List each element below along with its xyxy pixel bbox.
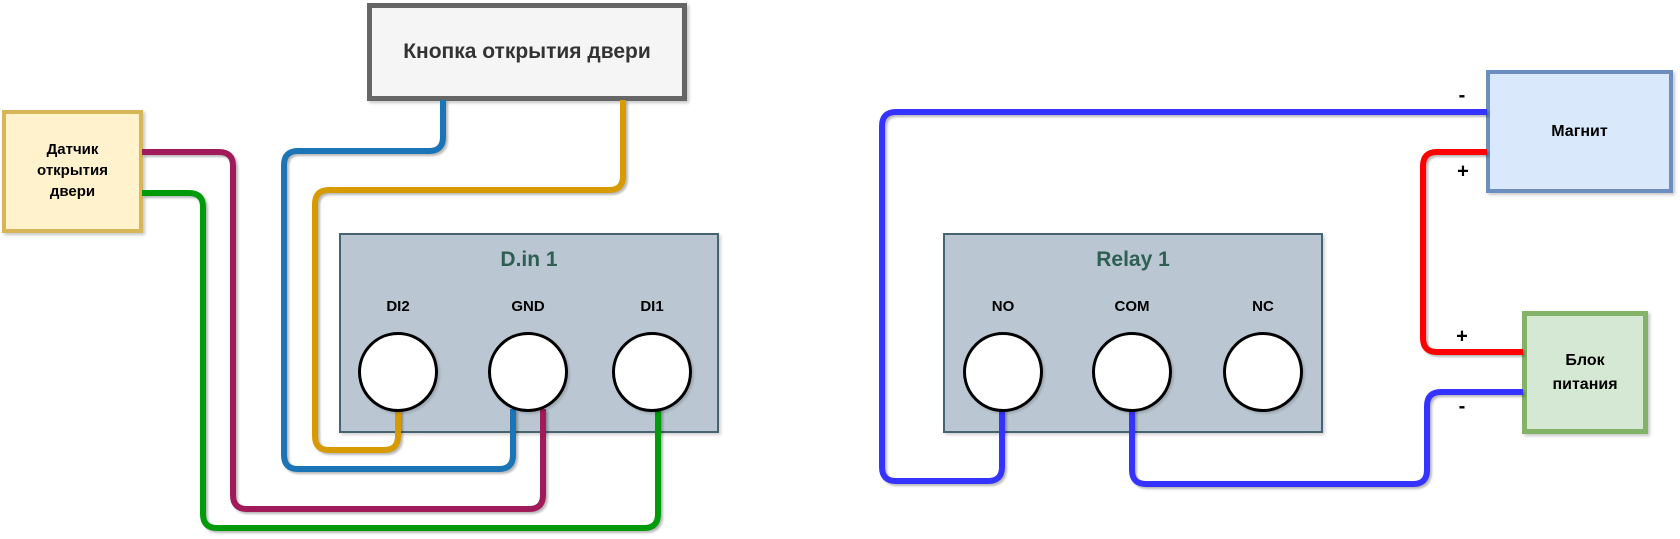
- terminal-label-di1: DI1: [640, 298, 664, 315]
- node-power-supply: Блок питания: [1522, 311, 1648, 434]
- node-magnet: Магнит: [1486, 70, 1673, 193]
- terminal-label-di2: DI2: [386, 298, 410, 315]
- terminal-label-no: NO: [991, 298, 1015, 315]
- node-door-open-sensor: Датчик открытия двери: [2, 110, 143, 233]
- terminal-label-com: COM: [1114, 298, 1150, 315]
- node-door-open-button-label: Кнопка открытия двери: [403, 40, 651, 63]
- terminal-circle-com: [1092, 332, 1172, 412]
- node-door-open-sensor-label: Датчик открытия двери: [37, 141, 108, 200]
- node-power-supply-label: Блок питания: [1552, 352, 1618, 393]
- panel-relay1-title: Relay 1: [1096, 248, 1170, 271]
- terminal-label-gnd: GND: [511, 298, 545, 315]
- polarity-magnet-plus: +: [1457, 160, 1469, 183]
- terminal-circle-di1: [612, 332, 692, 412]
- polarity-magnet-minus: -: [1458, 84, 1466, 107]
- panel-din1-title: D.in 1: [500, 248, 558, 271]
- terminal-label-nc: NC: [1252, 298, 1274, 315]
- node-door-open-button: Кнопка открытия двери: [367, 3, 687, 101]
- terminal-circle-nc: [1223, 332, 1303, 412]
- polarity-psu-minus: -: [1458, 395, 1466, 418]
- terminal-circle-di2: [358, 332, 438, 412]
- node-magnet-label: Магнит: [1551, 122, 1608, 140]
- polarity-psu-plus: +: [1456, 325, 1468, 348]
- terminal-circle-gnd: [488, 332, 568, 412]
- terminal-circle-no: [963, 332, 1043, 412]
